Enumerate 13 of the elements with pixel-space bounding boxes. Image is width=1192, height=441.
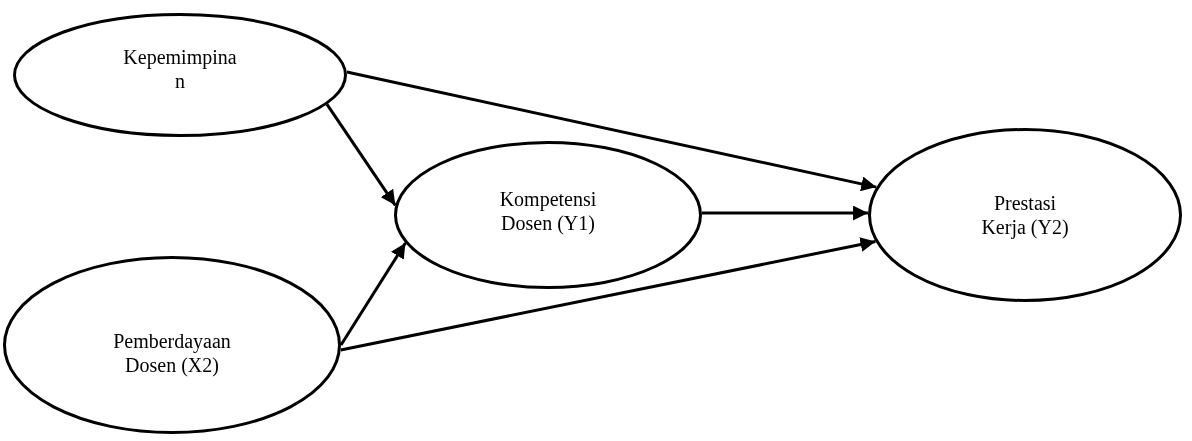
node-label: Pemberdayaan Dosen (X2) [112, 329, 232, 377]
node-label: Kepemimpina n [122, 45, 238, 93]
node-label: Kompetensi Dosen (Y1) [498, 187, 598, 235]
node-label: Prestasi Kerja (Y2) [980, 191, 1070, 239]
ellipse-node [394, 141, 702, 289]
arrow [340, 237, 876, 352]
ellipse-node [13, 13, 347, 137]
arrow [325, 103, 397, 207]
ellipse-node [868, 128, 1182, 302]
arrow [346, 70, 877, 192]
arrow [339, 242, 407, 346]
arrow [701, 205, 869, 221]
ellipse-node [3, 256, 341, 434]
